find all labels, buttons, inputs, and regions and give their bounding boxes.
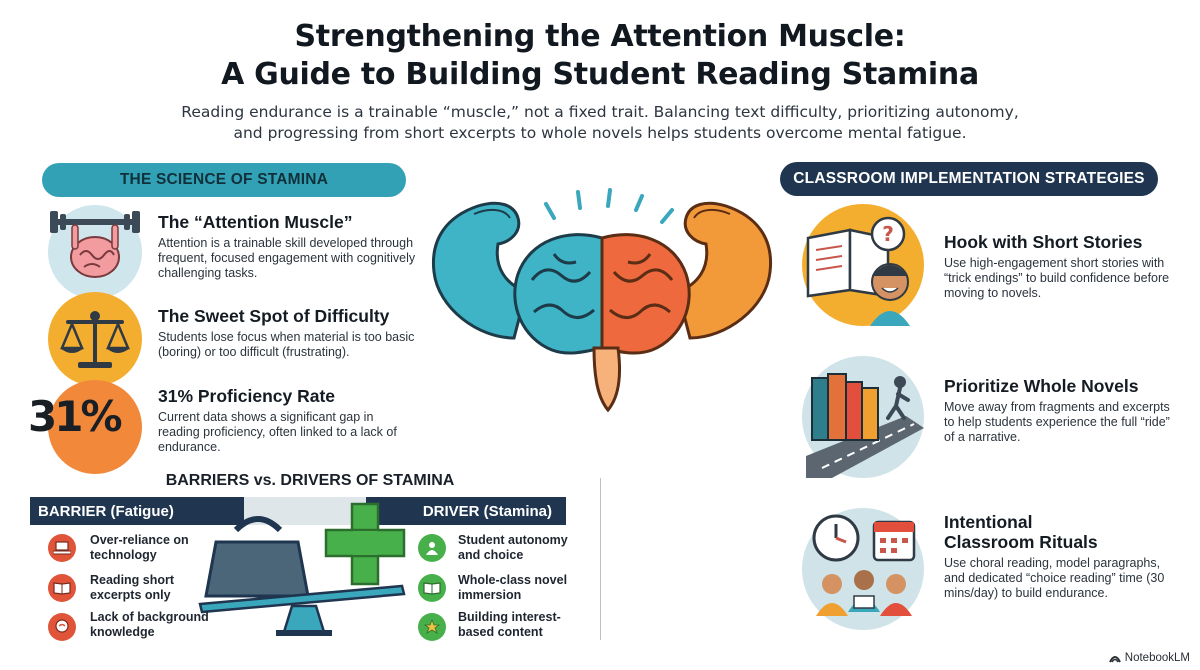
science-item-3-title: 31% Proficiency Rate bbox=[158, 386, 336, 406]
star-icon bbox=[418, 613, 446, 641]
book-icon bbox=[48, 574, 76, 602]
title-line-2: A Guide to Building Student Reading Stam… bbox=[221, 57, 979, 92]
science-item-3-body: Current data shows a significant gap in … bbox=[158, 410, 397, 454]
science-item-2-title: The Sweet Spot of Difficulty bbox=[158, 306, 390, 326]
strategy-1-title: Hook with Short Stories bbox=[944, 232, 1143, 252]
notebooklm-logo-icon bbox=[1108, 656, 1121, 663]
svg-text:?: ? bbox=[882, 222, 894, 246]
subtitle-line-1: Reading endurance is a trainable “muscle… bbox=[181, 103, 1019, 121]
science-item-1-body: Attention is a trainable skill developed… bbox=[158, 236, 416, 280]
science-item-2-body: Students lose focus when material is too… bbox=[158, 330, 415, 359]
science-item-1-title: The “Attention Muscle” bbox=[158, 212, 353, 232]
seesaw-illustration bbox=[196, 500, 410, 640]
title-line-1: Strengthening the Attention Muscle: bbox=[294, 19, 906, 54]
brand-mark: NotebookLM bbox=[1108, 652, 1190, 664]
scales-icon bbox=[48, 292, 142, 386]
strategy-3-title-line-1: Intentional bbox=[944, 512, 1033, 532]
barrier-item-3: Lack of background knowledge bbox=[90, 610, 209, 639]
comparison-heading: BARRIERS vs. DRIVERS OF STAMINA bbox=[165, 472, 455, 489]
strategy-2-title: Prioritize Whole Novels bbox=[944, 376, 1139, 396]
strategy-2-body: Move away from fragments and excerpts to… bbox=[944, 400, 1170, 444]
driver-label: DRIVER (Stamina) bbox=[366, 497, 566, 525]
strategies-heading: CLASSROOM IMPLEMENTATION STRATEGIES bbox=[780, 162, 1158, 196]
strategy-1-body: Use high-engagement short stories with “… bbox=[944, 256, 1170, 300]
driver-item-3: Building interest-based content bbox=[458, 610, 561, 639]
proficiency-stat: 31% bbox=[28, 392, 123, 441]
strategy-3-body: Use choral reading, model paragraphs, an… bbox=[944, 556, 1165, 600]
page-title: Strengthening the Attention Muscle: A Gu… bbox=[0, 18, 1200, 94]
flexing-brain-illustration bbox=[418, 188, 786, 428]
brand-name: NotebookLM bbox=[1124, 652, 1190, 664]
barrier-label: BARRIER (Fatigue) bbox=[30, 497, 244, 525]
head-icon bbox=[48, 613, 76, 641]
percent-stat-circle bbox=[48, 380, 142, 474]
strategy-3-title: Intentional Classroom Rituals bbox=[944, 512, 1098, 552]
book-question-icon: ? bbox=[802, 204, 924, 326]
barrier-item-2: Reading short excerpts only bbox=[90, 573, 175, 602]
book-icon bbox=[418, 574, 446, 602]
barrier-item-1: Over-reliance on technology bbox=[90, 533, 189, 562]
driver-item-2: Whole-class novel immersion bbox=[458, 573, 568, 602]
strategy-3-title-line-2: Classroom Rituals bbox=[944, 532, 1098, 552]
person-icon bbox=[418, 534, 446, 562]
books-road-icon bbox=[802, 356, 924, 478]
science-heading: THE SCIENCE OF STAMINA bbox=[42, 163, 406, 197]
section-divider bbox=[600, 478, 601, 640]
brain-dumbbell-icon bbox=[48, 205, 142, 299]
clock-calendar-icon bbox=[802, 508, 924, 630]
laptop-icon bbox=[48, 534, 76, 562]
driver-item-1: Student autonomy and choice bbox=[458, 533, 568, 562]
page-subtitle: Reading endurance is a trainable “muscle… bbox=[140, 102, 1060, 144]
subtitle-line-2: and progressing from short excerpts to w… bbox=[233, 124, 967, 142]
